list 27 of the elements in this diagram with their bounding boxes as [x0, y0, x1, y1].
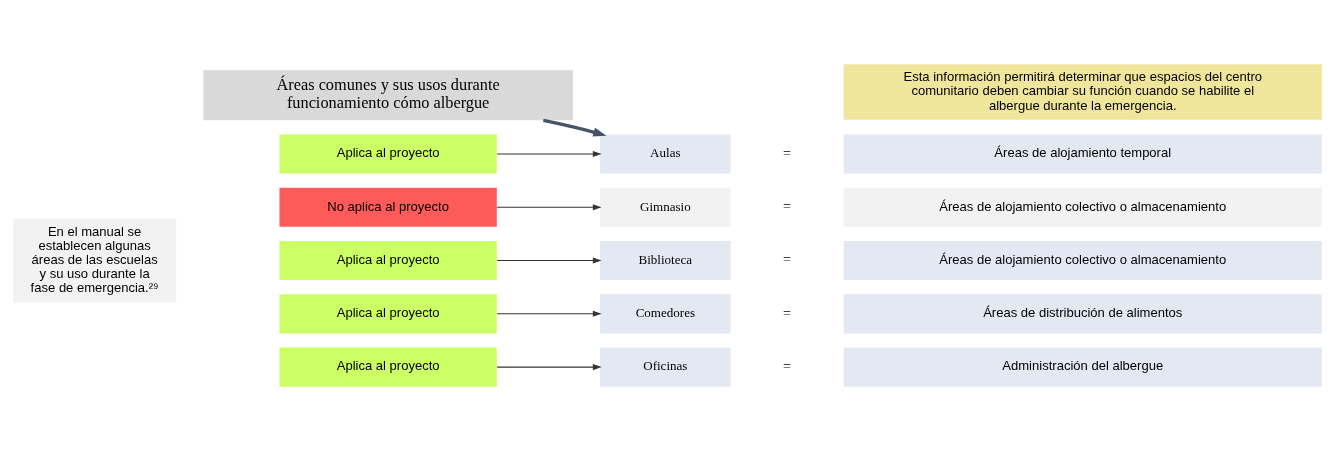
node-box: Aulas	[600, 134, 731, 174]
label: =	[783, 357, 792, 374]
arrow	[543, 118, 607, 137]
arrow	[496, 364, 602, 371]
label: =	[783, 144, 792, 161]
node-box: Aplica al proyecto	[279, 241, 497, 281]
node-box: Administración del albergue	[843, 347, 1322, 387]
node-box: Oficinas	[600, 347, 731, 387]
node-box: Áreas de alojamiento colectivo o almacenamiento	[843, 241, 1322, 281]
node-box: Aplica al proyecto	[279, 294, 497, 334]
arrow	[496, 151, 602, 158]
node-box: Áreas comunes y sus usos durante funcionamiento cómo albergue	[203, 70, 573, 121]
node-box: Comedores	[600, 294, 731, 334]
arrow	[496, 310, 602, 317]
label: =	[783, 251, 792, 268]
node-box: Gimnasio	[600, 187, 731, 227]
node-box: Esta información permitirá determinar que espacios del centro comunitario deben cambiar su función cuando se habilite el albergue durante la emergencia.	[843, 64, 1322, 120]
node-box: Aplica al proyecto	[279, 347, 497, 387]
arrow	[496, 204, 602, 211]
label: =	[783, 197, 792, 214]
node-box: Biblioteca	[600, 241, 731, 281]
node-box: Áreas de alojamiento temporal	[843, 134, 1322, 174]
label: =	[783, 304, 792, 321]
node-box: Áreas de distribución de alimentos	[843, 294, 1322, 334]
node-box: Aplica al proyecto	[279, 134, 497, 174]
node-box: No aplica al proyecto	[279, 187, 497, 227]
arrow	[496, 257, 602, 264]
